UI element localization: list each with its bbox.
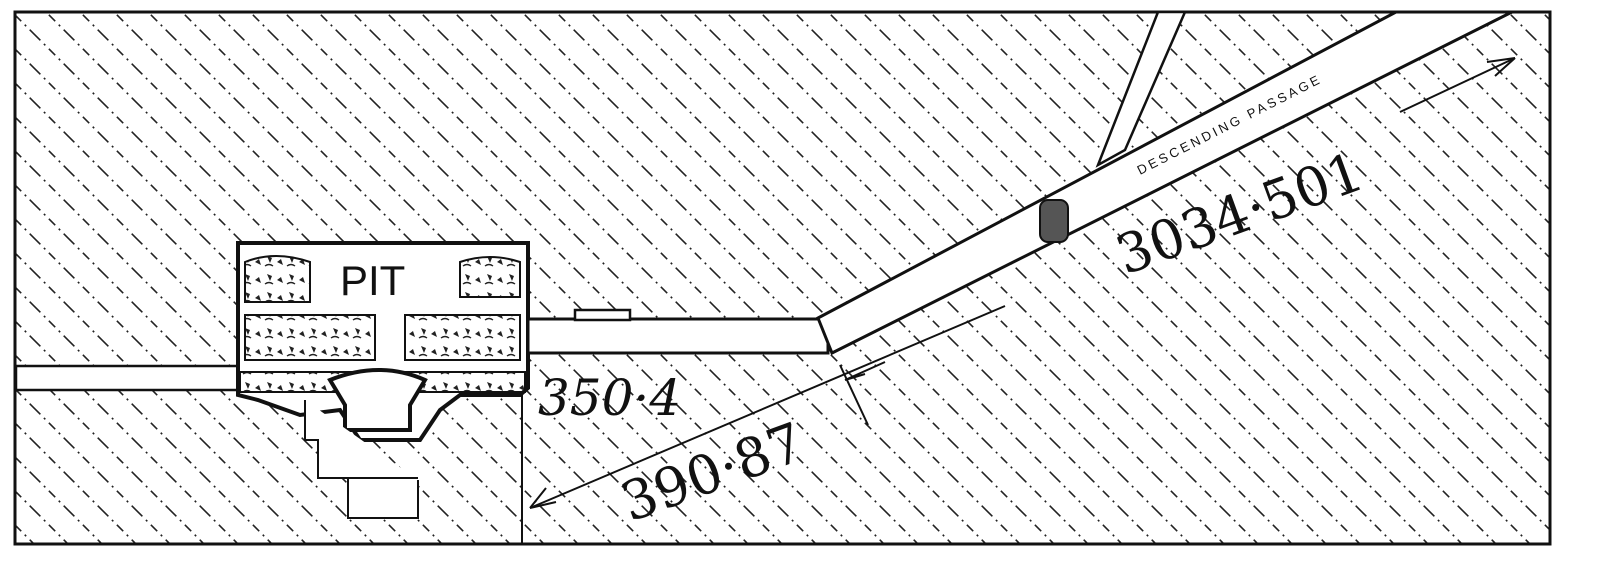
tick-mark (839, 364, 869, 426)
ascending-passage (1095, 10, 1187, 168)
arrowhead-top (1486, 57, 1516, 77)
left-passage (14, 364, 242, 392)
dimension-350: 350·4 (538, 369, 681, 427)
dim-arrow-3034 (1399, 57, 1516, 113)
pit-shaft (304, 400, 419, 519)
passage-block (573, 308, 632, 322)
pit-label: PIT (340, 257, 405, 304)
descending-passage (816, 10, 1513, 356)
pit-well (327, 368, 428, 432)
pit-rubble (239, 255, 526, 393)
dim-arrow-390 (529, 305, 1006, 509)
arrowhead-left (529, 487, 557, 509)
horizontal-passage (526, 317, 830, 355)
granite-plug (1039, 199, 1069, 243)
arrowhead-right (844, 361, 886, 381)
